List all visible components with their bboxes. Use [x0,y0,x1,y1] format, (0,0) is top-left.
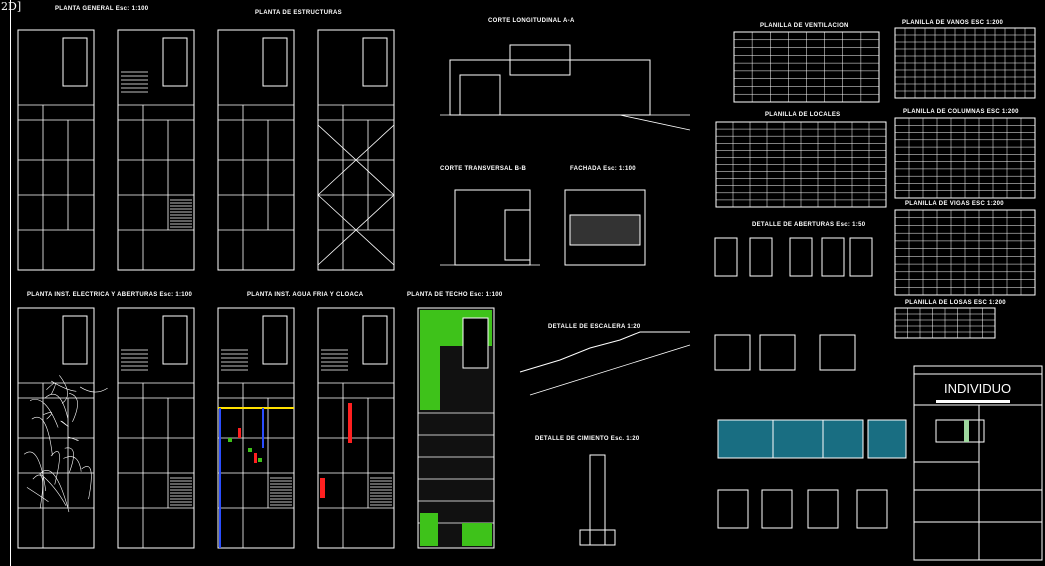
plan-planta-estructura-2 [218,30,294,270]
planilla-vanos-table [895,28,1035,98]
plan-planta-estructura-3 [318,30,394,270]
title-corte-transversal: CORTE TRANSVERSAL B-B [440,166,527,172]
planilla-locales-table [716,122,886,207]
title-planta-general: PLANTA GENERAL Esc: 1:100 [55,6,149,12]
title-planta-electrica: PLANTA INST. ELECTRICA Y ABERTURAS Esc: … [27,292,193,298]
title-planta-estructuras: PLANTA DE ESTRUCTURAS [255,10,342,16]
title-detalle-escalera: DETALLE DE ESCALERA 1:20 [548,324,641,330]
plan-planta-estructura-1 [118,30,194,270]
planilla-columnas-table [895,118,1035,198]
title-fachada: FACHADA Esc: 1:100 [570,166,636,172]
plan-planta-techo [418,308,494,548]
title-planta-agua: PLANTA INST. AGUA FRIA Y CLOACA [247,292,364,298]
detalle-aberturas-drawing [715,238,906,528]
corte-transversal-drawing [440,190,540,265]
title-corte-longitudinal: CORTE LONGITUDINAL A-A [488,18,575,24]
title-planilla-ventilacion: PLANILLA DE VENTILACION [760,23,849,29]
plan-planta-agua-3 [318,308,394,548]
title-detalle-cimiento: DETALLE DE CIMIENTO Esc. 1:20 [535,436,640,442]
title-block-name: INDIVIDUO [944,381,1011,396]
planilla-vigas-table [895,210,1035,295]
fachada-drawing [565,190,645,265]
detalle-cimiento-drawing [580,455,615,545]
planilla-losas-table [895,308,995,338]
schedules [716,28,1035,338]
planilla-ventilacion-table [734,32,879,102]
plan-planta-electrica [18,308,108,548]
floor-plans [18,30,494,548]
title-block: INDIVIDUO [914,366,1042,560]
title-planilla-losas: PLANILLA DE LOSAS ESC 1:200 [905,300,1006,306]
details [440,45,906,545]
title-planilla-vanos: PLANILLA DE VANOS ESC 1:200 [902,20,1003,26]
title-planta-techo: PLANTA DE TECHO Esc: 1:100 [407,292,503,298]
viewport-border [10,0,11,566]
title-detalle-aberturas: DETALLE DE ABERTURAS Esc: 1:50 [752,222,866,228]
plan-planta-agua-1 [118,308,194,548]
title-planilla-columnas: PLANILLA DE COLUMNAS ESC 1:200 [903,109,1019,115]
title-planilla-vigas: PLANILLA DE VIGAS ESC 1:200 [905,201,1004,207]
title-planilla-locales: PLANILLA DE LOCALES [765,112,840,118]
plan-planta-agua-2 [218,308,294,548]
corte-longitudinal-drawing [440,45,690,130]
detalle-escalera-drawing [520,332,690,395]
plan-planta-general [18,30,94,270]
